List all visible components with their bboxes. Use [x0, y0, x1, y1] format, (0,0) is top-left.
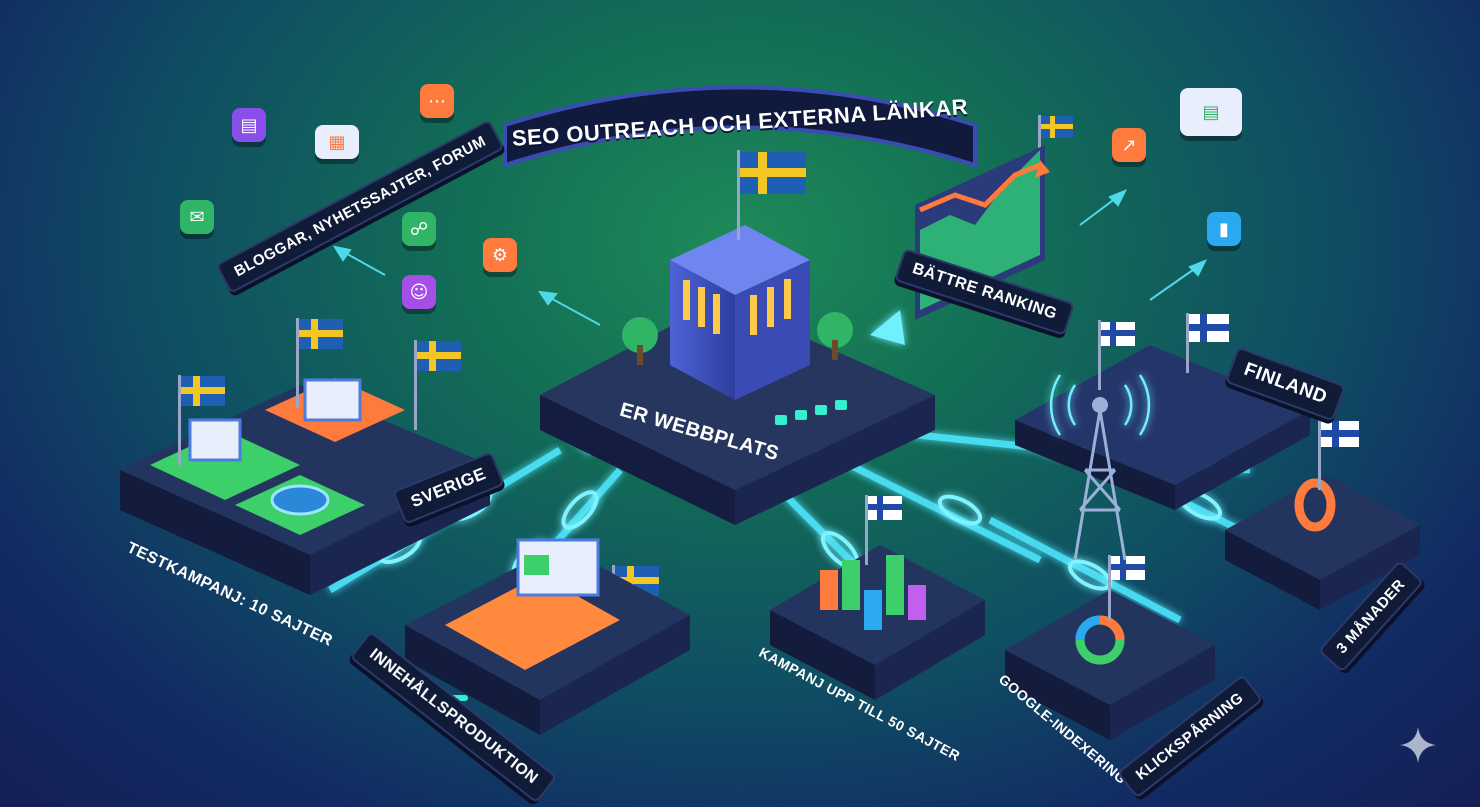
finland-platform: [1015, 313, 1310, 561]
chat-icon: ⋯: [420, 84, 454, 118]
browser-icon: ▦: [315, 125, 359, 159]
indexing-platform: [1005, 555, 1215, 740]
title-banner: SEO OUTREACH OCH EXTERNA LÄNKAR: [490, 70, 990, 180]
globe-icon: ☍: [402, 212, 436, 246]
document-icon: ▤: [232, 108, 266, 142]
duration-platform: [1225, 420, 1420, 610]
user-icon: ☺: [402, 275, 436, 309]
email-icon: ✉: [180, 200, 214, 234]
sparkle-icon: [1400, 727, 1436, 763]
dashboard-icon: ▤: [1180, 88, 1242, 136]
banner-ribbon: [503, 85, 977, 168]
building: [622, 150, 853, 400]
bar-chart-icon: ▮: [1207, 212, 1241, 246]
trend-icon: ↗: [1112, 128, 1146, 162]
settings-icon: ⚙: [483, 238, 517, 272]
campaign-platform: [770, 495, 985, 700]
sweden-platform: [120, 378, 490, 595]
content-platform: [405, 538, 690, 735]
